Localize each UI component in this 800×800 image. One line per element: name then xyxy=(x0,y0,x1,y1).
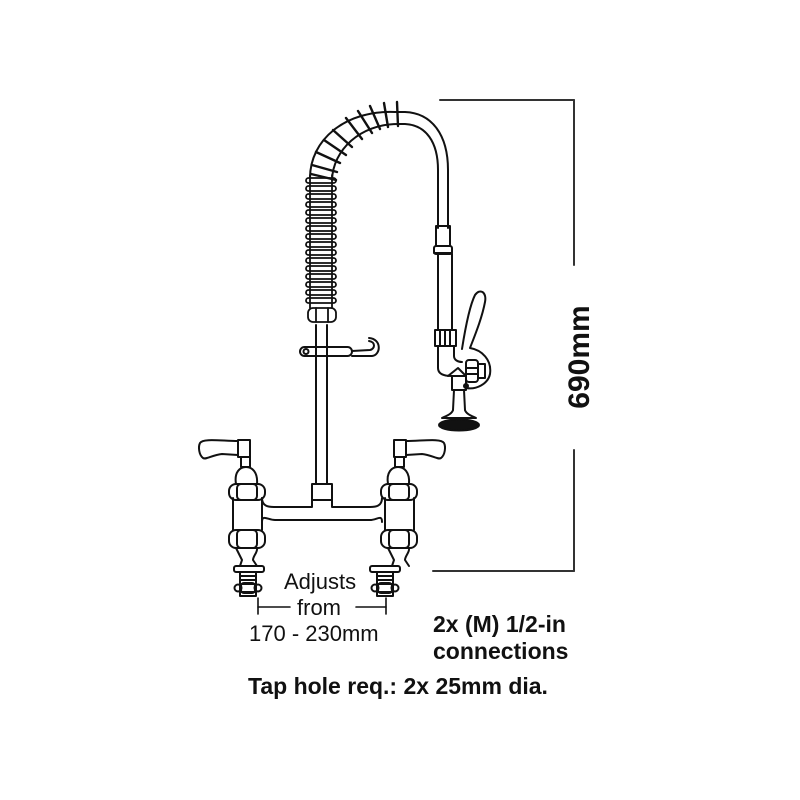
riser-pipe xyxy=(315,324,328,485)
height-dimension-label: 690mm xyxy=(563,305,596,409)
connection-spec-line2: connections xyxy=(433,638,569,664)
spray-gun xyxy=(433,225,492,432)
left-tap xyxy=(198,439,266,597)
spring-coil xyxy=(305,174,337,323)
height-dimension-line xyxy=(432,99,575,572)
adjust-range-value: 170 - 230mm xyxy=(249,621,379,646)
bridge-body xyxy=(232,483,415,531)
right-tap xyxy=(369,439,446,597)
arch-spring-rings xyxy=(309,100,400,182)
width-dimension-line xyxy=(257,597,387,615)
adjust-range-label-line2: from xyxy=(297,595,341,620)
connection-spec-line1: 2x (M) 1/2-in xyxy=(433,611,566,637)
hose-hook xyxy=(299,337,380,357)
adjust-range-label-line1: Adjusts xyxy=(284,569,357,594)
tap-hole-requirement: Tap hole req.: 2x 25mm dia. xyxy=(248,673,548,699)
